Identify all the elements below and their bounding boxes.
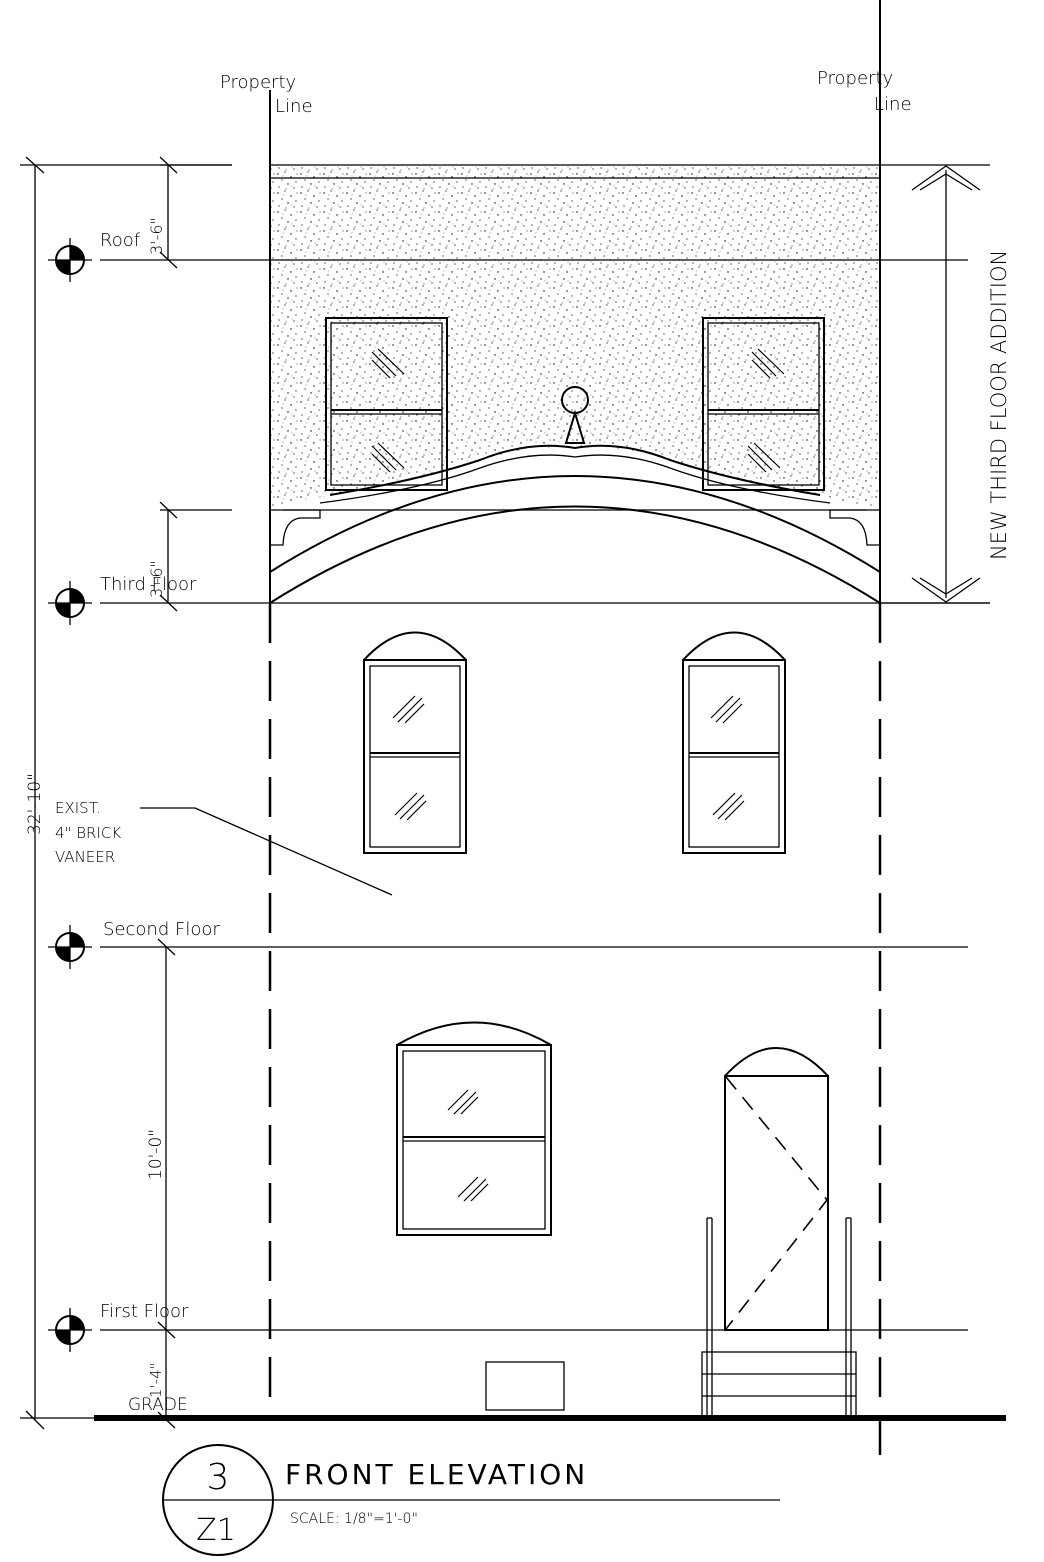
level-marker-third-floor <box>48 581 92 625</box>
material-note: EXIST. 4" BRICK VANEER <box>55 799 393 896</box>
material-note-line-2: 4" BRICK <box>55 824 121 842</box>
material-note-line-1: EXIST. <box>55 799 101 817</box>
property-lines <box>268 0 882 1465</box>
property-line-left-label-1: Property <box>220 72 296 93</box>
dimension-parapet: 3'-6" <box>147 156 232 269</box>
level-label-second-floor: Second Floor <box>103 919 220 940</box>
corbel-right <box>829 509 880 546</box>
sheet-number: Z1 <box>196 1513 236 1548</box>
dimension-overall: 32'-10" <box>25 156 45 1430</box>
window-third-left <box>325 317 448 491</box>
detail-number: 3 <box>207 1457 230 1498</box>
level-label-third-floor: Third Floor <box>100 574 197 595</box>
arch-outer <box>269 475 881 573</box>
level-label-first-floor: First Floor <box>100 1301 189 1322</box>
cornice-bottom <box>319 454 831 504</box>
dimension-overall-text: 32'-10" <box>25 773 45 835</box>
dimension-grade-to-first-text: 1'-4" <box>147 1362 165 1398</box>
grade-label: GRADE <box>128 1395 188 1415</box>
title-block: 3 Z1 FRONT ELEVATION SCALE: 1/8"=1'-0" <box>162 1444 780 1556</box>
drawing-scale: SCALE: 1/8"=1'-0" <box>290 1511 418 1527</box>
basement-window <box>485 1361 565 1411</box>
property-line-right-label-1: Property <box>817 68 893 89</box>
dimension-third-floor-base-text: 3'-6" <box>147 560 166 598</box>
level-marker-roof <box>48 238 92 282</box>
material-note-line-3: VANEER <box>55 848 115 866</box>
front-door <box>724 1047 829 1331</box>
drawing-title: FRONT ELEVATION <box>285 1458 588 1491</box>
dimension-first-to-second-text: 10'-0" <box>146 1129 166 1180</box>
dimension-parapet-text: 3'-6" <box>147 217 166 255</box>
corbel-left <box>270 509 321 546</box>
dimension-addition: NEW THIRD FLOOR ADDITION <box>911 165 1011 603</box>
property-line-left-label-2: Line <box>275 96 313 117</box>
dimension-first-to-second: 10'-0" <box>146 938 176 1339</box>
dimension-third-floor-base: 3'-6" <box>147 501 232 612</box>
property-line-right-label-2: Line <box>874 94 912 115</box>
finial-stem <box>564 409 586 444</box>
third-floor-addition <box>269 164 881 604</box>
arch-inner <box>269 505 881 604</box>
window-first-floor <box>396 1021 552 1236</box>
dimension-grade-to-first: 1'-4" <box>147 1330 176 1429</box>
window-second-left <box>363 631 467 854</box>
level-marker-first-floor <box>48 1308 92 1352</box>
entry-stair <box>701 1217 857 1419</box>
window-second-right <box>682 631 786 854</box>
arch-band-mask <box>270 447 880 603</box>
window-third-right <box>702 317 825 491</box>
level-marker-second-floor <box>48 925 92 969</box>
level-label-roof: Roof <box>100 230 141 251</box>
addition-note-text: NEW THIRD FLOOR ADDITION <box>987 250 1011 560</box>
cornice-top <box>329 444 821 496</box>
